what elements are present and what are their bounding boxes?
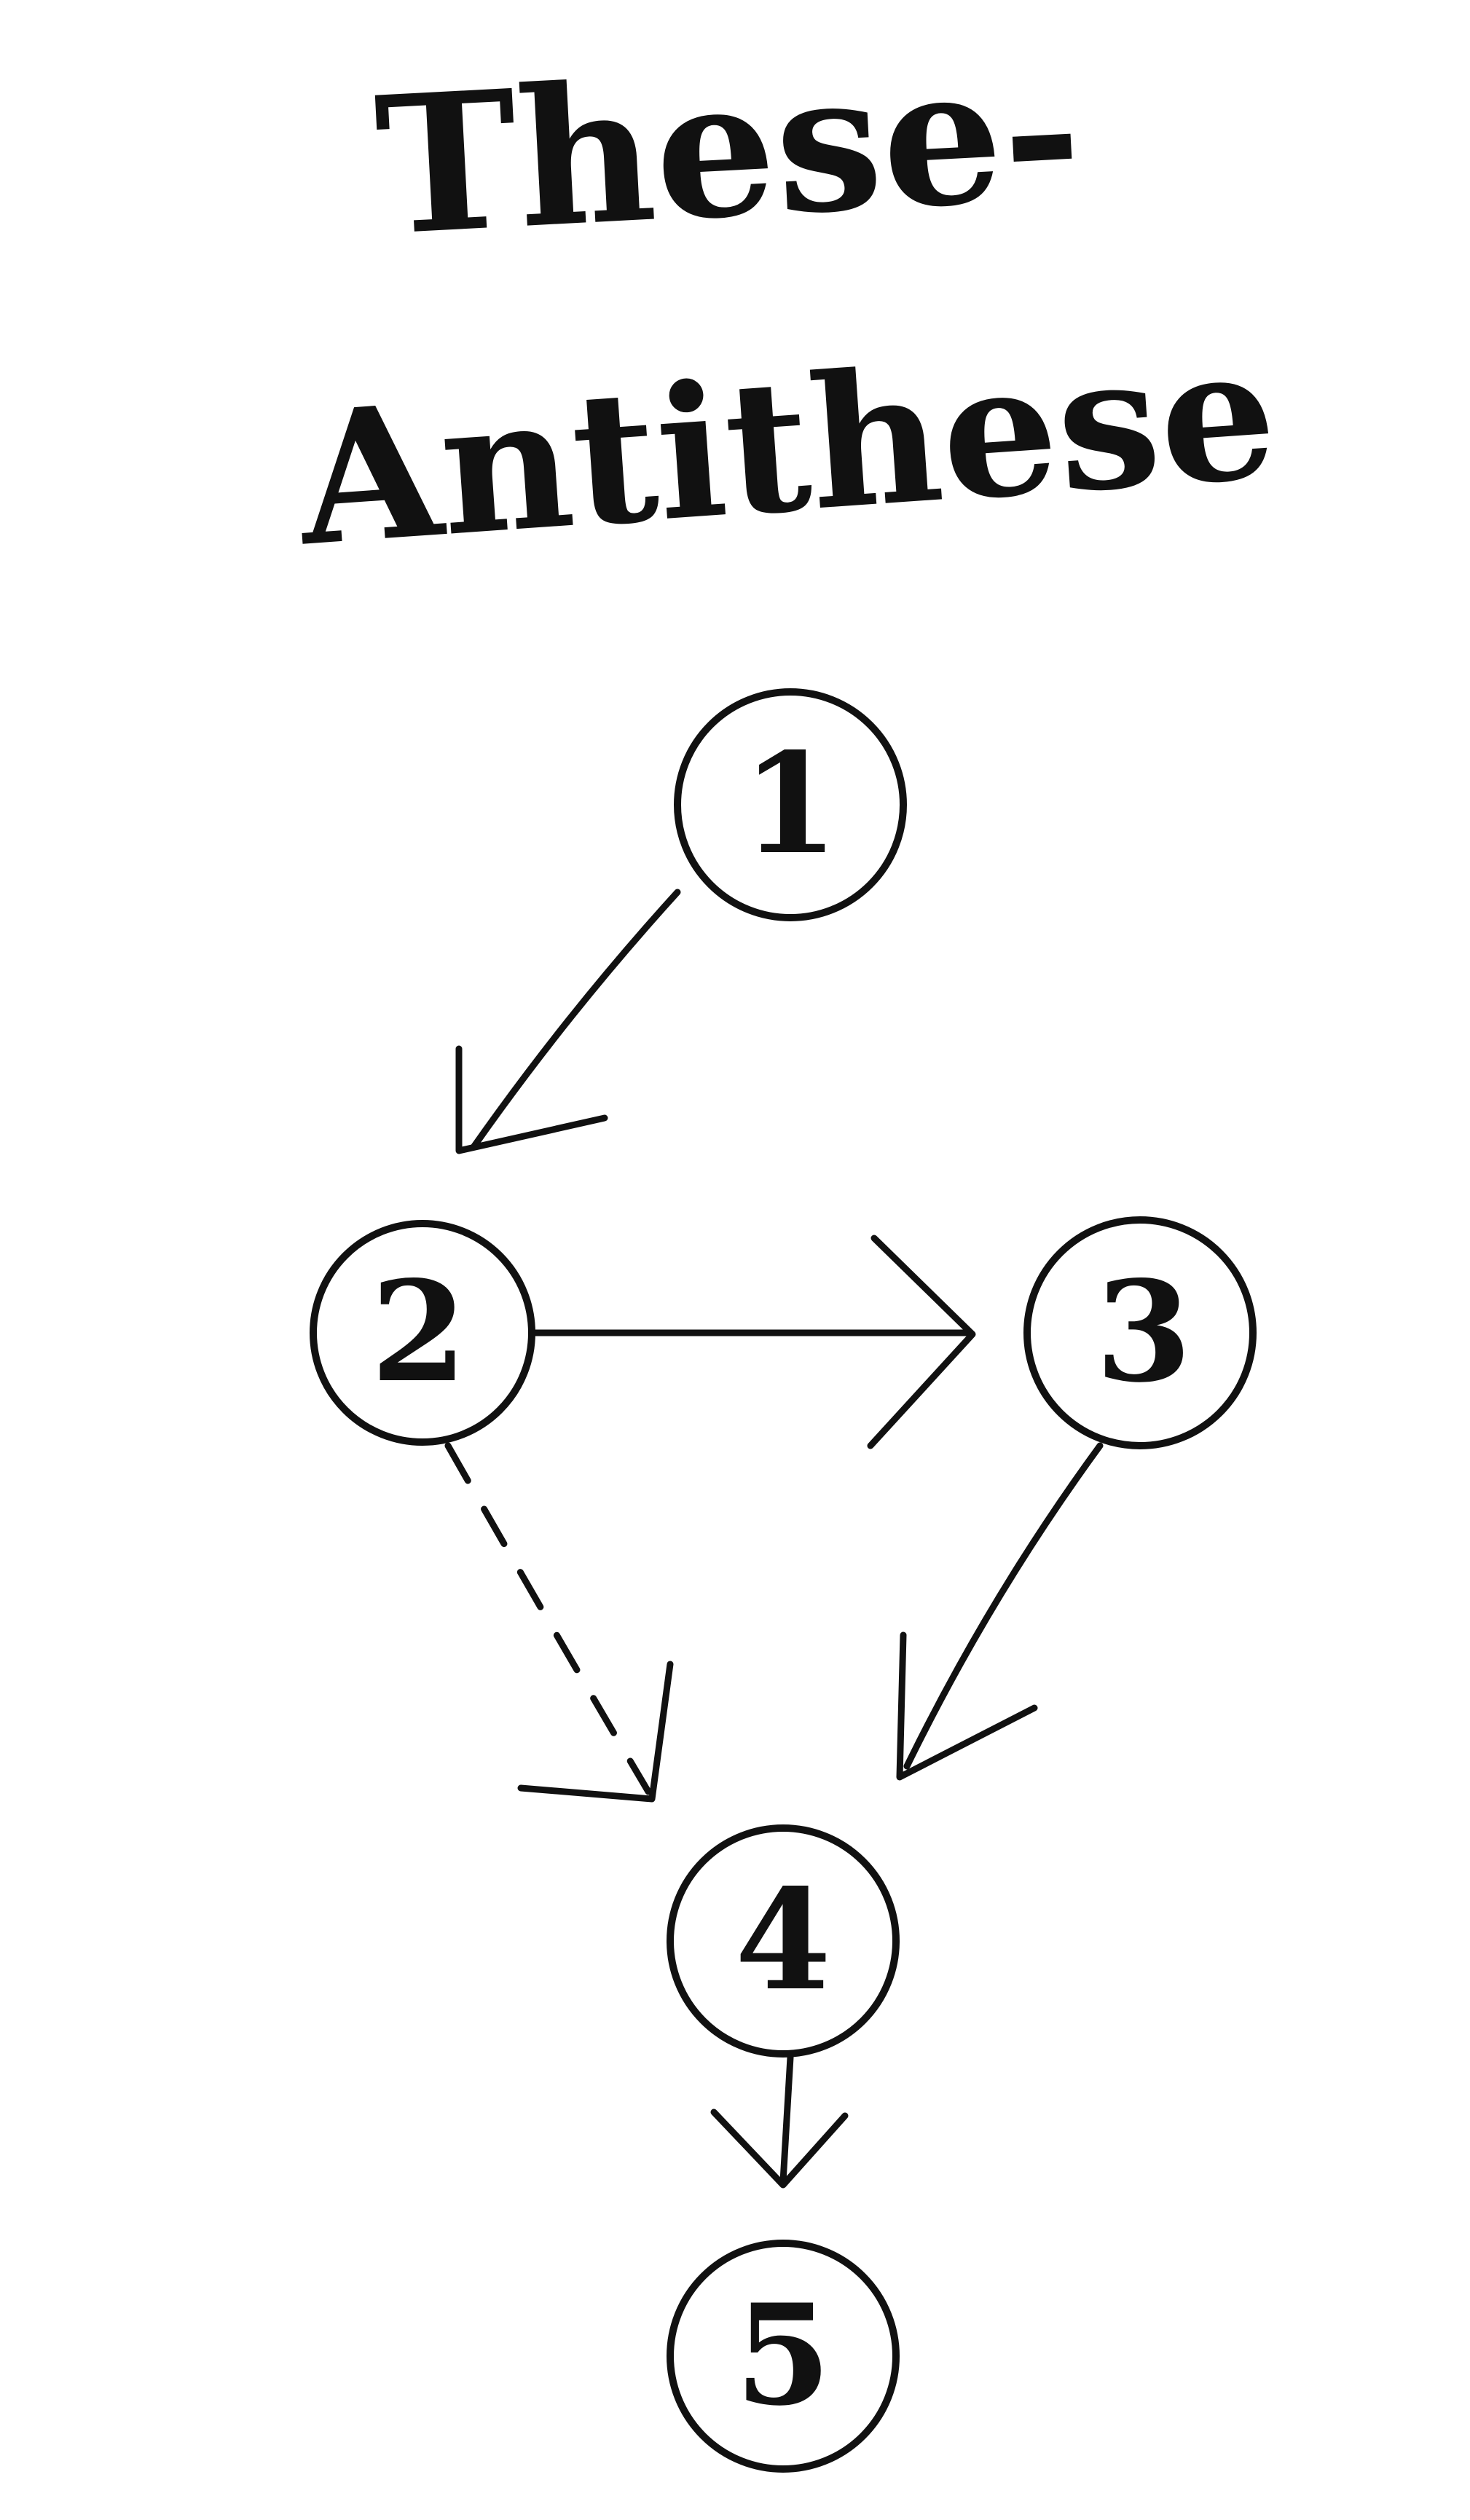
edge-line <box>779 2054 794 2185</box>
edge-line <box>444 1442 652 1795</box>
node-label: 5 <box>735 2274 831 2436</box>
arrowhead <box>517 1661 674 1803</box>
arrowhead <box>896 1631 1038 1781</box>
node-3: 3 <box>1023 1216 1257 1449</box>
edge-2-to-3 <box>532 1235 976 1449</box>
arrowhead <box>710 2108 849 2189</box>
edges <box>444 889 1104 2189</box>
node-label: 3 <box>1096 1251 1192 1413</box>
node-4: 4 <box>667 1824 900 2058</box>
edge-4-to-5 <box>710 2054 849 2189</box>
edge-line <box>470 889 681 1151</box>
node-1: 1 <box>674 688 907 921</box>
edge-1-to-2 <box>455 889 681 1154</box>
title-line-2: Antithese <box>291 305 1283 587</box>
node-circle <box>667 2240 900 2473</box>
edge-3-to-4 <box>896 1442 1104 1781</box>
nodes: 1 2 3 4 5 <box>310 688 1257 2473</box>
node-5: 5 <box>667 2240 900 2473</box>
edge-line <box>903 1442 1104 1770</box>
node-circle <box>1023 1216 1257 1449</box>
node-label: 1 <box>742 722 838 885</box>
node-2: 2 <box>310 1220 535 1446</box>
node-circle <box>310 1220 535 1446</box>
node-circle <box>674 688 907 921</box>
title-line-1: These- <box>371 20 1086 278</box>
title: These- Antithese <box>291 20 1283 587</box>
node-label: 2 <box>371 1251 467 1413</box>
edge-2-to-4-dashed <box>444 1442 674 1803</box>
node-circle <box>667 1824 900 2058</box>
node-label: 4 <box>735 1859 831 2021</box>
arrowhead <box>455 1045 608 1154</box>
arrowhead <box>867 1235 976 1449</box>
